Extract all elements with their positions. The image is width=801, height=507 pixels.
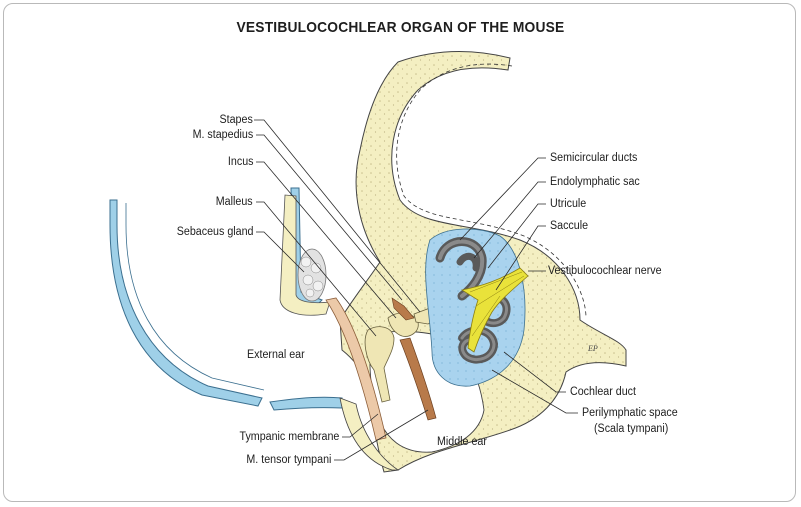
artist-signature: EP: [587, 344, 598, 353]
label-malleus: Malleus: [216, 196, 253, 208]
label-cochlear-duct: Cochlear duct: [570, 386, 637, 398]
figure-title: VESTIBULOCOCHLEAR ORGAN OF THE MOUSE: [236, 19, 565, 36]
label-middle-ear: Middle ear: [437, 436, 487, 448]
label-m-stapedius: M. stapedius: [192, 129, 253, 141]
bulla-wall: [339, 397, 400, 471]
stapedius-muscle-shape: [391, 297, 415, 321]
label-tympanic-membrane: Tympanic membrane: [239, 431, 339, 443]
label-perilymphatic-space: Perilymphatic space: [582, 407, 678, 419]
label-semicircular-ducts: Semicircular ducts: [550, 152, 638, 164]
label-endolymphatic-sac: Endolymphatic sac: [550, 176, 640, 188]
ossicles: [364, 297, 434, 403]
vestibulocochlear-nerve: [460, 267, 529, 353]
label-scala-tympani: (Scala tympani): [594, 423, 669, 435]
label-saccule: Saccule: [550, 220, 589, 232]
malleus-shape: [364, 326, 395, 403]
label-external-ear: External ear: [247, 349, 305, 361]
label-utricule: Utricule: [550, 198, 587, 210]
label-incus: Incus: [227, 156, 253, 168]
nerve-fibers: [469, 271, 525, 337]
label-sebaceus-gland: Sebaceus gland: [176, 226, 253, 238]
sebaceus-gland-shape: [297, 248, 327, 302]
label-stapes: Stapes: [219, 114, 253, 126]
leader-lines: [254, 119, 578, 461]
tympanic-membrane: [325, 297, 387, 441]
bone-periosteum-dashed: [396, 63, 587, 319]
label-vestibulocochlear-nerve: Vestibulocochlear nerve: [548, 265, 662, 277]
tensor-tympani-muscle: [399, 337, 437, 421]
label-m-tensor-tympani: M. tensor tympani: [245, 454, 331, 466]
